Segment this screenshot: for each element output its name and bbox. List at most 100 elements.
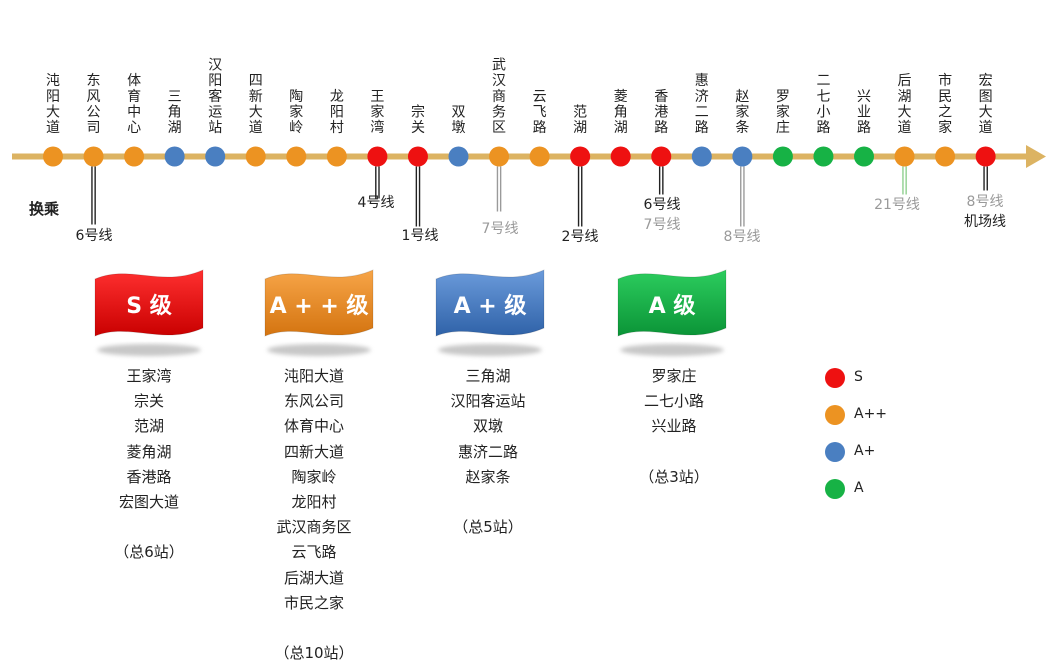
station-name-char: 岭 <box>289 120 303 136</box>
transfer-line-label: 6号线 <box>644 197 681 213</box>
station-name-char: 香 <box>654 89 668 105</box>
station-name-char: 道 <box>249 120 263 136</box>
tier-flag-app: A + + 级 <box>264 269 374 356</box>
station-name-char: 站 <box>208 120 222 136</box>
transfer-connector-22 <box>902 166 907 195</box>
transfer-heading: 换乘 <box>29 200 60 218</box>
station-3: 体育中心体育中心 <box>124 73 145 167</box>
station-name-char: 小 <box>816 104 830 120</box>
station-dot-app <box>529 146 550 167</box>
transfer-line-label: 8号线 <box>724 229 761 245</box>
tier-station-item: 赵家条 <box>465 467 511 486</box>
station-name-char: 图 <box>979 89 993 105</box>
station-name-char: 育 <box>127 89 141 105</box>
tier-station-item: 市民之家 <box>283 593 344 612</box>
station-name-char: 三 <box>168 89 182 105</box>
station-name-char: 双 <box>452 104 466 120</box>
station-14: 范湖范湖 <box>570 103 591 167</box>
station-name-char: 菱 <box>614 89 628 105</box>
tier-station-item: 宏图大道 <box>118 493 179 512</box>
station-name-char: 后 <box>898 73 912 89</box>
station-dot-app <box>326 146 347 167</box>
station-name-char: 客 <box>208 88 222 105</box>
transfer-line-label: 6号线 <box>76 228 113 244</box>
legend-swatch-icon <box>825 442 845 462</box>
station-dot-a <box>813 146 834 167</box>
station-name-char: 宗 <box>411 104 425 120</box>
tier-station-item: 三角湖 <box>465 367 511 385</box>
tier-station-count: （总5站） <box>453 518 523 537</box>
tier-station-item: 东风公司 <box>283 392 344 411</box>
transfer-connector-2 <box>91 166 96 225</box>
station-name-char: 港 <box>654 104 668 120</box>
station-dot-ap <box>448 146 469 167</box>
station-name-char: 范 <box>573 103 587 120</box>
transfer-line-label: 7号线 <box>644 217 681 233</box>
transfer-line-label: 21号线 <box>874 197 920 213</box>
tier-station-item: 王家湾 <box>126 367 172 385</box>
station-name-char: 大 <box>979 104 993 120</box>
station-name-char: 心 <box>127 120 141 136</box>
station-name-char: 路 <box>533 120 547 136</box>
station-22: 后湖大道后湖大道 <box>894 73 915 167</box>
station-name-char: 阳 <box>208 73 222 89</box>
station-name-char: 惠 <box>695 73 709 89</box>
station-dot-ap <box>164 146 185 167</box>
tier-flag-label: A + + 级 <box>270 293 369 319</box>
legend-label: A+ <box>854 443 876 459</box>
station-name-char: 路 <box>654 120 668 136</box>
transfer-connector-14 <box>577 166 583 227</box>
legend-label: A <box>854 480 864 496</box>
station-name-char: 东 <box>87 73 101 89</box>
tier-station-item: 菱角湖 <box>126 442 172 461</box>
station-dot-s <box>610 146 631 167</box>
tier-station-item: 陶家岭 <box>291 467 337 486</box>
station-name-char: 关 <box>411 120 425 136</box>
station-dot-app <box>43 146 63 167</box>
station-name-char: 体 <box>127 73 141 89</box>
tier-station-item: 惠济二路 <box>457 442 518 461</box>
station-20: 二七小路二七小路 <box>813 73 834 167</box>
station-name-char: 赵 <box>735 89 749 105</box>
station-name-char: 家 <box>289 103 303 120</box>
station-dot-ap <box>205 146 226 167</box>
transfer-line-label: 1号线 <box>402 228 439 244</box>
station-dot-a <box>854 146 874 167</box>
station-name-char: 宏 <box>979 73 993 89</box>
station-dot-app <box>83 146 104 167</box>
tier-station-item: 后湖大道 <box>283 568 344 587</box>
station-17: 惠济二路惠济二路 <box>691 73 712 167</box>
transfer-connector-18 <box>740 166 745 227</box>
station-name-char: 大 <box>249 104 263 120</box>
station-name-char: 大 <box>898 104 912 120</box>
station-name-char: 湖 <box>614 120 628 136</box>
station-dot-a <box>772 146 793 167</box>
transfer-line-label: 机场线 <box>964 214 1006 230</box>
tier-flag-a: A 级 <box>617 269 727 356</box>
tier-station-count: （总10站） <box>274 644 354 663</box>
station-name-char: 公 <box>87 104 101 120</box>
station-name-char: 路 <box>857 120 871 136</box>
station-15: 菱角湖菱角湖 <box>610 89 631 167</box>
station-dot-app <box>124 146 145 167</box>
station-name-char: 陶 <box>289 89 303 105</box>
station-name-char: 庄 <box>776 119 790 136</box>
station-name-char: 商 <box>492 89 506 105</box>
transfer-connector-16 <box>658 166 664 195</box>
tier-flag-label: S 级 <box>126 293 172 319</box>
station-name-char: 武 <box>492 58 506 74</box>
station-name-char: 湖 <box>898 89 912 105</box>
station-dot-s <box>367 146 388 167</box>
station-name-char: 中 <box>127 104 141 120</box>
tier-station-item: 二七小路 <box>643 392 704 411</box>
station-dot-ap <box>691 146 712 167</box>
station-name-char: 湖 <box>573 120 587 136</box>
transfer-line-label: 7号线 <box>482 221 519 237</box>
station-5: 汉阳客运站汉阳客运站 <box>205 58 226 167</box>
tier-flag-s: S 级 <box>94 269 204 356</box>
tier-station-item: 兴业路 <box>651 417 697 436</box>
station-23: 市民之家市民之家 <box>935 72 956 167</box>
station-dot-app <box>894 146 915 167</box>
station-1: 沌阳大道沌阳大道 <box>43 73 63 167</box>
